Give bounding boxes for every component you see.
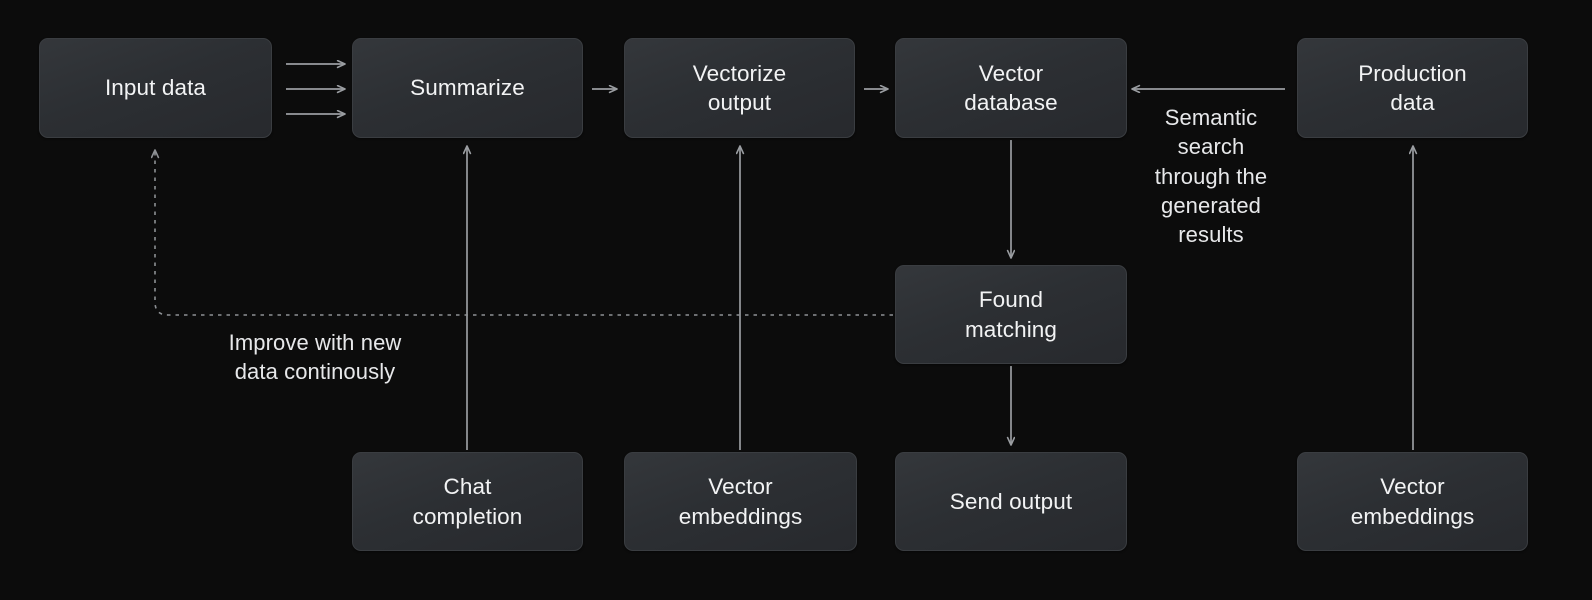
node-found-matching[interactable]: Found matching xyxy=(895,265,1127,364)
node-label: Vectorize output xyxy=(692,60,787,115)
node-label: Chat completion xyxy=(412,474,523,529)
node-input-data[interactable]: Input data xyxy=(39,38,272,138)
edge-found-to-input-feedback xyxy=(155,150,893,316)
node-label: Production data xyxy=(1358,60,1467,115)
node-label: Summarize xyxy=(410,75,525,101)
node-label: Vector database xyxy=(964,60,1058,115)
node-label: Vector embeddings xyxy=(678,474,803,529)
node-vectorize-output[interactable]: Vectorize output xyxy=(624,38,855,138)
node-chat-completion[interactable]: Chat completion xyxy=(352,452,583,551)
edge-label-semantic-search: Semantic search through the generated re… xyxy=(1154,105,1268,247)
node-vector-embeddings-right[interactable]: Vector embeddings xyxy=(1297,452,1528,551)
node-label: Found matching xyxy=(964,287,1058,342)
node-production-data[interactable]: Production data xyxy=(1297,38,1528,138)
node-vector-database[interactable]: Vector database xyxy=(895,38,1127,138)
node-label: Input data xyxy=(104,75,207,101)
node-send-output[interactable]: Send output xyxy=(895,452,1127,551)
node-label: Vector embeddings xyxy=(1350,474,1475,529)
edge-label-improve-loop: Improve with new data continously xyxy=(228,330,402,385)
node-label: Send output xyxy=(949,488,1073,514)
node-vector-embeddings-mid[interactable]: Vector embeddings xyxy=(624,452,857,551)
node-summarize[interactable]: Summarize xyxy=(352,38,583,138)
